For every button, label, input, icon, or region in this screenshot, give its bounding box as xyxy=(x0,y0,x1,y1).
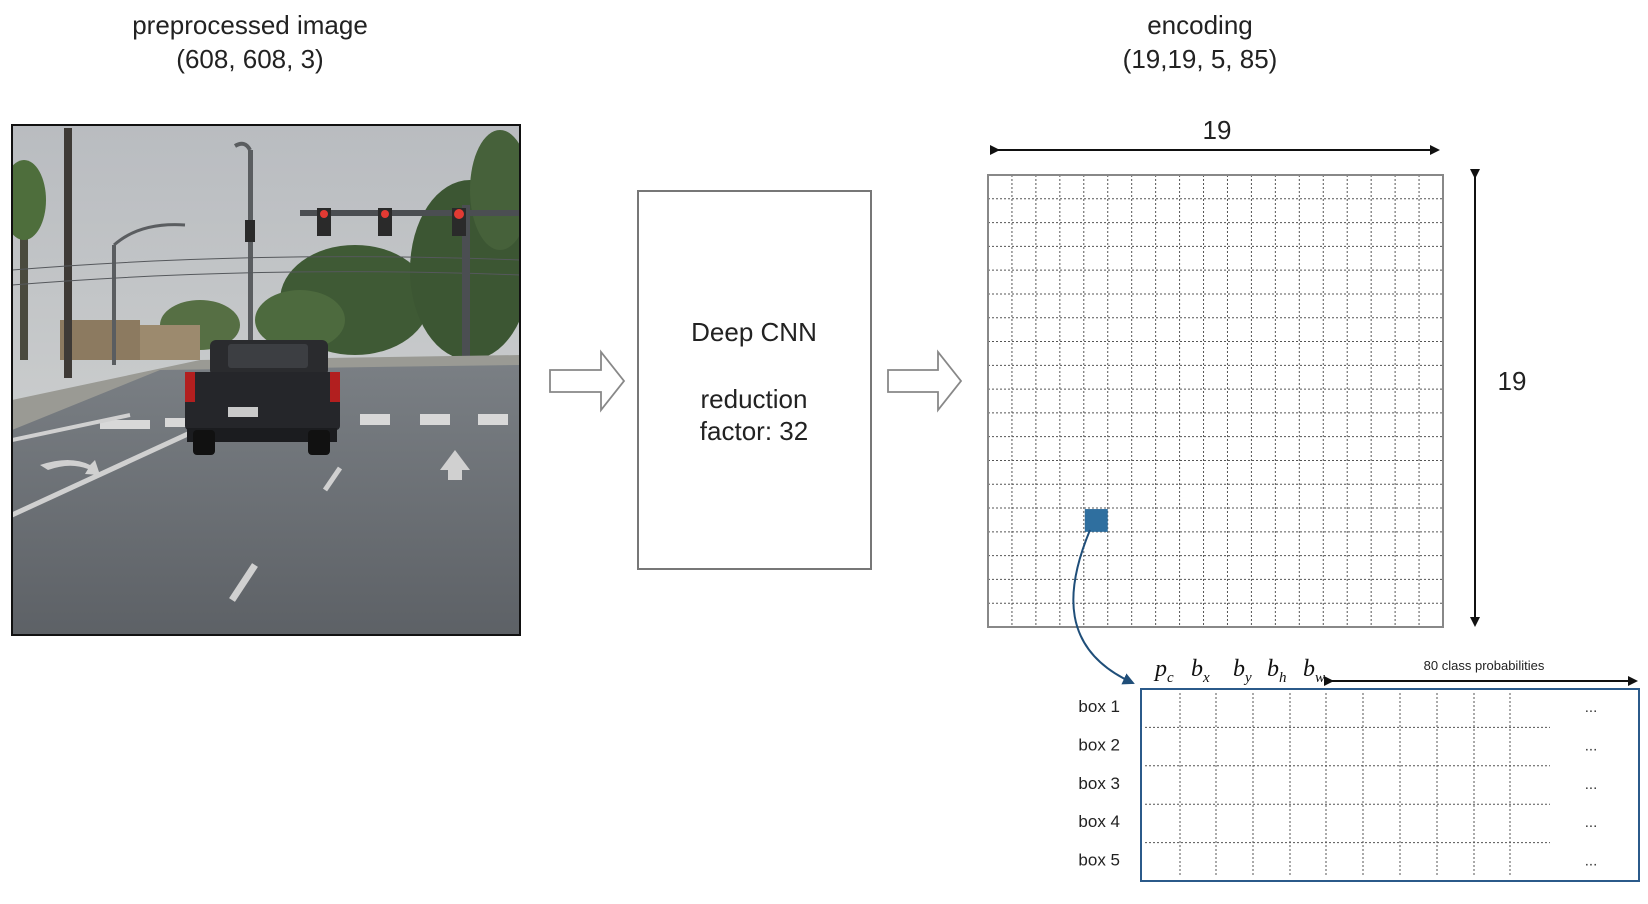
row-ellipsis: ... xyxy=(1585,814,1598,831)
preprocessed-street-image xyxy=(12,125,520,635)
box-label: box 1 xyxy=(1078,697,1120,716)
row-ellipsis: ... xyxy=(1585,776,1598,793)
input-image-title: preprocessed image (608, 608, 3) xyxy=(50,8,450,76)
grid-height-label: 19 xyxy=(1498,366,1527,396)
ellipsis-column: ............... xyxy=(1585,699,1598,870)
encoding-grid-lines xyxy=(988,175,1443,627)
arrow-to-cnn xyxy=(549,349,626,413)
vector-symbol-bh: bh xyxy=(1267,656,1287,686)
row-ellipsis: ... xyxy=(1585,737,1598,754)
encoding-grid-frame xyxy=(987,174,1444,628)
cell-to-vector-pointer xyxy=(1072,529,1135,685)
image-frame xyxy=(11,124,521,636)
input-title-text: preprocessed image xyxy=(132,10,368,40)
row-ellipsis: ... xyxy=(1585,699,1598,716)
box-label: box 2 xyxy=(1078,735,1120,754)
box-label: box 5 xyxy=(1078,851,1120,870)
vector-symbol-bw: bw xyxy=(1303,656,1325,686)
input-shape-text: (608, 608, 3) xyxy=(176,44,324,74)
grid-width-label: 19 xyxy=(1203,115,1232,145)
vector-symbol-pc: pc xyxy=(1153,656,1174,686)
vector-symbol-bx: bx xyxy=(1191,656,1210,686)
arrow-to-encoding xyxy=(887,349,963,413)
vector-symbol-by: by xyxy=(1233,656,1252,686)
encoding-shape-text: (19,19, 5, 85) xyxy=(1122,44,1278,74)
class-probabilities-label: 80 class probabilities xyxy=(1424,658,1545,673)
encoding-title-text: encoding xyxy=(1147,10,1253,40)
highlighted-grid-cell xyxy=(1084,509,1108,532)
encoding-title: encoding (19,19, 5, 85) xyxy=(1000,8,1400,76)
row-ellipsis: ... xyxy=(1585,853,1598,870)
box-label: box 3 xyxy=(1078,774,1120,793)
deep-cnn-box xyxy=(637,190,872,570)
box-table-grid xyxy=(1145,693,1550,877)
cnn-reduction-label: reduction xyxy=(701,384,808,414)
box-table-frame xyxy=(1140,688,1640,882)
box-labels: box 1 box 2 box 3 box 4 box 5 xyxy=(1078,697,1120,870)
box-label: box 4 xyxy=(1078,812,1120,831)
cnn-factor-label: factor: 32 xyxy=(700,416,808,446)
cnn-title: Deep CNN xyxy=(691,317,817,347)
